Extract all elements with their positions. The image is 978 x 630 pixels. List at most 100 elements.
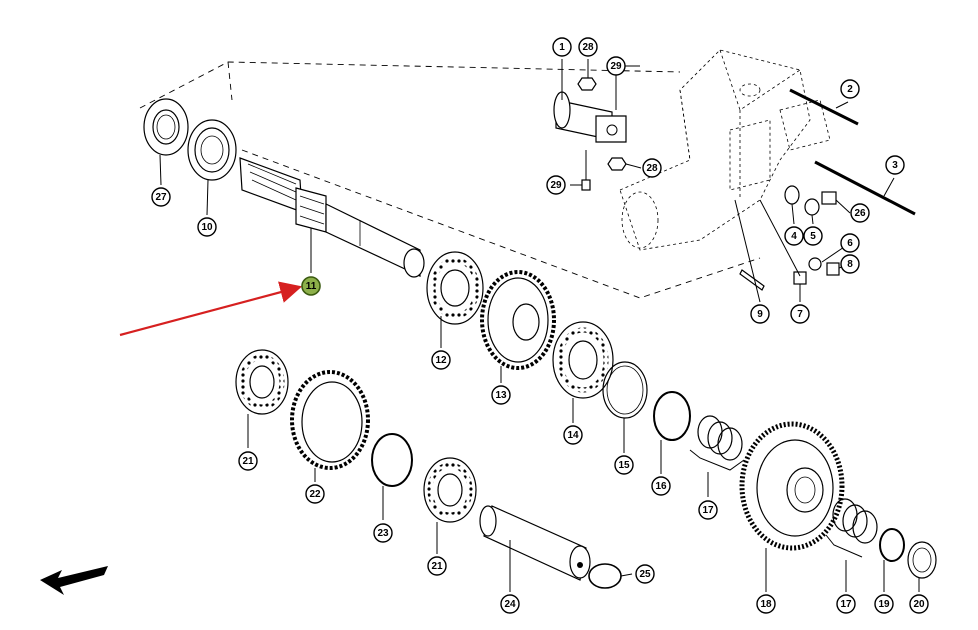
circlip-19: [879, 528, 905, 562]
callout-circle: [651, 476, 671, 496]
assembly-outline: [139, 61, 761, 299]
pin-9: [739, 269, 765, 291]
shims-17-lower: [825, 498, 878, 558]
callout-circle: [563, 425, 583, 445]
callout: 9: [750, 304, 770, 324]
callout: 6: [840, 233, 860, 253]
callout-number: 8: [847, 259, 853, 270]
callout: 5: [803, 226, 823, 246]
callout-circle: [635, 564, 655, 584]
callout-number: 26: [854, 208, 866, 219]
callout: 17: [836, 594, 856, 614]
callout: 3: [885, 155, 905, 175]
callout-circle: [840, 254, 860, 274]
bearing-14: [552, 321, 614, 399]
callout: 17: [698, 500, 718, 520]
callout-circle: [606, 56, 626, 76]
callout: 28: [642, 158, 662, 178]
orientation-arrow-icon: [40, 566, 108, 595]
bearing-21-lower: [423, 457, 477, 523]
callout-circle: [431, 350, 451, 370]
callout-number: 15: [618, 460, 630, 471]
callout-circle: [840, 79, 860, 99]
callout: 13: [491, 385, 511, 405]
callout-circle: [238, 451, 258, 471]
callout: 7: [790, 304, 810, 324]
callout-circle: [790, 304, 810, 324]
callout-circle: [552, 37, 572, 57]
callout-number: 27: [155, 192, 167, 203]
callout-number: 2: [847, 84, 853, 95]
callout-number: 17: [840, 599, 852, 610]
plug-5: [804, 198, 820, 216]
callout-number: 6: [847, 238, 853, 249]
callout-number: 5: [810, 231, 816, 242]
callout-circle: [305, 484, 325, 504]
callout-circle: [373, 523, 393, 543]
circlip-23: [371, 433, 413, 487]
callout: 10: [197, 217, 217, 237]
callout: 12: [431, 350, 451, 370]
o-ring-25: [588, 563, 622, 589]
shims-17-upper: [689, 415, 745, 471]
callout-number: 1: [559, 42, 565, 53]
pin-shaft-24: [479, 505, 591, 581]
callout-number: 16: [655, 481, 667, 492]
callout-circle: [301, 276, 321, 296]
callout-circle: [614, 455, 634, 475]
callout: 4: [784, 226, 804, 246]
callout-number: 28: [582, 42, 594, 53]
callout-number: 4: [791, 231, 797, 242]
callout: 21: [427, 556, 447, 576]
callout-circle: [885, 155, 905, 175]
washer-4: [784, 185, 800, 205]
callout-number: 29: [610, 61, 622, 72]
shaft-bearing: [187, 119, 237, 181]
callout-number: 12: [435, 355, 447, 366]
spur-gear-13: [480, 270, 556, 370]
callout: 20: [909, 594, 929, 614]
callout-circle: [427, 556, 447, 576]
circlip-16: [653, 391, 691, 441]
callout-circle: [750, 304, 770, 324]
callout-circle: [500, 594, 520, 614]
callout-circle: [642, 158, 662, 178]
threaded-rod-2: [789, 88, 859, 126]
screw-26: [821, 191, 837, 205]
callout-number: 3: [892, 160, 898, 171]
callout-number: 10: [201, 222, 213, 233]
callout: 21: [238, 451, 258, 471]
callout-number: 24: [504, 599, 516, 610]
gearbox-housing: [619, 49, 831, 251]
callout: 26: [850, 203, 870, 223]
callout-number: 21: [431, 561, 443, 572]
callout-circle: [197, 217, 217, 237]
callout-number: 17: [702, 505, 714, 516]
clamp-hub-1: [553, 91, 627, 143]
spur-gear-22: [290, 370, 370, 470]
callout-circle: [840, 233, 860, 253]
callout-number: 13: [495, 390, 507, 401]
callout-circle: [578, 37, 598, 57]
red-pointer-arrow: [119, 281, 303, 337]
callout-circle: [909, 594, 929, 614]
callout-circle: [803, 226, 823, 246]
threaded-rod-3: [814, 160, 916, 216]
callout-number: 9: [757, 309, 763, 320]
callout-circle: [546, 175, 566, 195]
callout: 16: [651, 476, 671, 496]
shim-ring-15: [602, 361, 648, 419]
ring-20: [907, 541, 937, 579]
callout: 28: [578, 37, 598, 57]
callout-number: 14: [567, 430, 579, 441]
callout: 29: [546, 175, 566, 195]
callout-number: 29: [550, 180, 562, 191]
callout-circle: [151, 187, 171, 207]
callout-number: 7: [797, 309, 803, 320]
callout: 8: [840, 254, 860, 274]
callout-number: 23: [377, 528, 389, 539]
callout-highlighted: 11: [301, 276, 321, 296]
callout: 2: [840, 79, 860, 99]
